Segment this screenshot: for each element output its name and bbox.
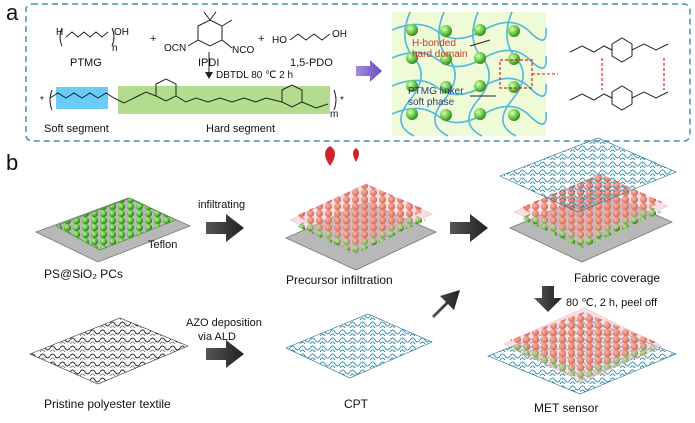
pdo-structure <box>289 33 331 41</box>
cpt-textile <box>285 313 433 379</box>
textile-label: Pristine polyester textile <box>44 397 171 411</box>
ptmg-h-label: H <box>56 27 64 38</box>
precursor-label: Precursor infiltration <box>286 273 393 287</box>
azo-label-line2: via ALD <box>198 331 236 343</box>
panel-a <box>25 3 691 395</box>
precursor-stack <box>285 183 437 271</box>
ps-sio2-substrate <box>34 197 192 263</box>
plus-sign-2: + <box>258 33 265 45</box>
hbond-domain-label: H-bonded hard domain <box>412 38 468 60</box>
fabric-coverage-stack <box>499 137 677 263</box>
ipdi-structure <box>187 11 233 49</box>
chain-m-label: m <box>330 109 339 120</box>
ptmg-structure <box>59 27 115 47</box>
infiltrating-label: infiltrating <box>198 199 246 211</box>
coverage-conditions-label: 80 ℃, 2 h, peel off <box>566 297 658 309</box>
ptmg-label: PTMG <box>70 57 102 69</box>
met-sensor <box>487 307 677 395</box>
network-nodes <box>406 24 520 121</box>
panel-letter-b: b <box>6 150 19 175</box>
ipdi-nco-label: NCO <box>232 45 255 56</box>
cpt-label: CPT <box>344 397 368 411</box>
chain-end-star: * <box>340 95 344 106</box>
reaction-conditions: DBTDL 80 ℃ 2 h <box>216 70 294 81</box>
teflon-label: Teflon <box>148 239 178 251</box>
precursor-drops <box>325 146 359 166</box>
panel-letter-a: a <box>6 0 19 25</box>
ipdi-label: IPDI <box>198 57 220 69</box>
linker-phase-label: PTMG linker soft phase <box>408 86 464 108</box>
arrow-cpt-to-coverage <box>432 290 460 318</box>
soft-segment-label: Soft segment <box>44 123 109 135</box>
ptmg-oh-label: OH <box>114 27 129 38</box>
chain-start-star: * <box>40 95 44 106</box>
arrow-infiltrating <box>206 214 244 242</box>
ps-sio2-label: PS@SiO₂ PCs <box>44 267 123 281</box>
pdo-ho-label: HO <box>272 35 287 46</box>
hard-segment-label: Hard segment <box>206 123 276 135</box>
reaction-arrow-head <box>205 72 213 79</box>
pdo-label: 1,5-PDO <box>290 57 333 69</box>
ptmg-n-label: n <box>112 43 118 54</box>
fabric-coverage-label: Fabric coverage <box>574 271 661 285</box>
ipdi-ocn-label: OCN <box>164 43 187 54</box>
plus-sign-1: + <box>150 33 157 45</box>
hard-segment-highlight <box>118 86 330 114</box>
arrow-peel-off <box>534 286 562 312</box>
pdo-oh-label: OH <box>332 29 347 40</box>
azo-label-line1: AZO deposition <box>186 317 262 329</box>
met-sensor-label: MET sensor <box>534 401 599 415</box>
polymer-chain <box>49 78 337 111</box>
arrow-to-coverage <box>450 214 488 242</box>
arrow-azo-deposition <box>206 340 244 368</box>
process-arrow-purple <box>356 60 382 82</box>
panel-a-frame <box>25 3 691 142</box>
hbond-detail-structure <box>569 37 669 111</box>
hbond-pointer <box>469 39 491 47</box>
pristine-textile <box>29 317 189 385</box>
